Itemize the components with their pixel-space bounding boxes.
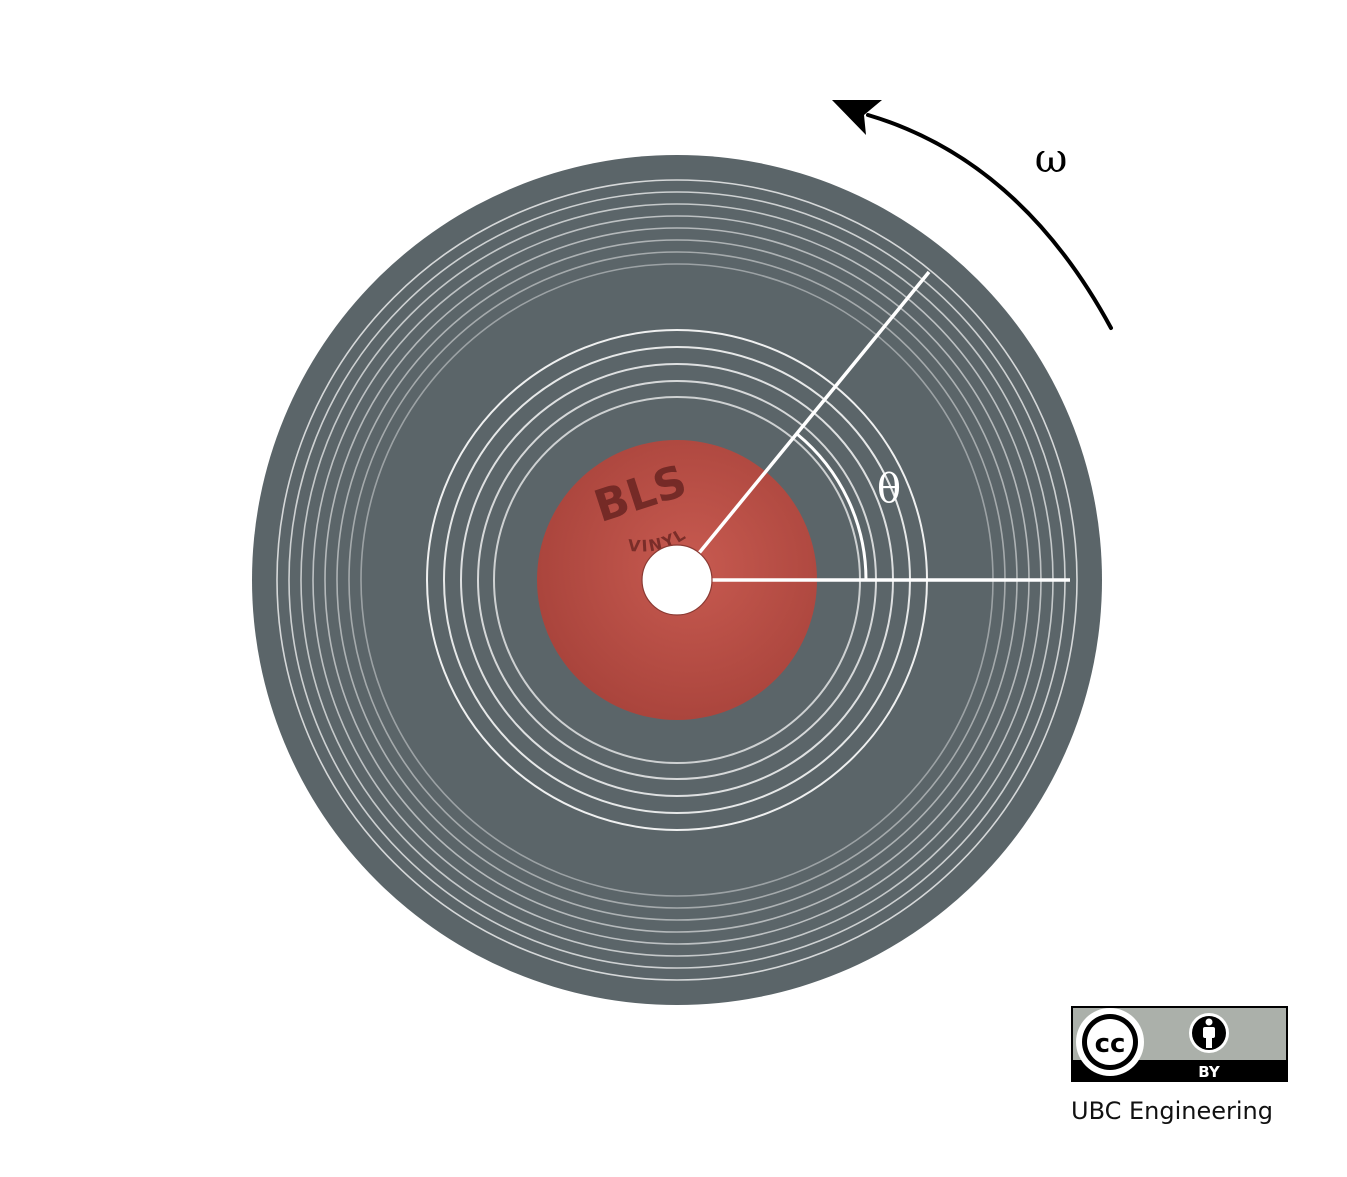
cc-by-icon: cc BY [1071, 1006, 1288, 1082]
spindle-hole [641, 544, 713, 616]
angular-velocity-symbol: ω [1035, 136, 1068, 182]
groove-ring [276, 179, 1078, 981]
rotated-radius-line [675, 270, 931, 582]
cc-text: cc [1095, 1029, 1126, 1059]
attribution-icon [1189, 1013, 1229, 1053]
credit-text: UBC Engineering [1071, 1097, 1273, 1125]
angle-symbol: θ [877, 466, 901, 512]
by-badge-text: BY [1198, 1063, 1221, 1081]
curved-arrow-icon [832, 100, 1113, 330]
angle-arc [796, 432, 868, 581]
